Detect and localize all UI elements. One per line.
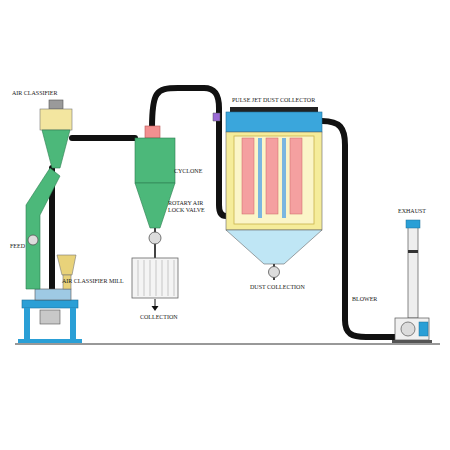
exhaust-stack bbox=[406, 220, 420, 228]
part-label: FEED bbox=[10, 243, 25, 250]
classifier-duct bbox=[26, 168, 60, 289]
air-classifier bbox=[49, 100, 63, 109]
classifier-duct bbox=[28, 235, 38, 245]
mill-stand bbox=[35, 289, 71, 300]
pulse-jet-dust-collector bbox=[226, 132, 322, 230]
pulse-jet-dust-collector bbox=[213, 107, 322, 280]
part-label: COLLECTION bbox=[140, 314, 178, 321]
air-classifier bbox=[42, 130, 70, 168]
mill-stand bbox=[40, 310, 60, 324]
collection-bin bbox=[144, 260, 145, 296]
ground-line bbox=[15, 344, 440, 345]
collection-bin bbox=[156, 260, 157, 296]
collection-bin bbox=[168, 260, 169, 296]
collection-bin bbox=[174, 260, 175, 296]
collection-bin bbox=[138, 260, 174, 296]
collection-bin bbox=[132, 258, 178, 298]
part-label: DUST COLLECTION bbox=[250, 284, 305, 291]
part-label: CYCLONE bbox=[174, 168, 202, 175]
flow-arrow bbox=[152, 306, 159, 311]
blower bbox=[392, 340, 432, 343]
collection-bin bbox=[150, 260, 151, 296]
part-label: PULSE JET DUST COLLECTOR bbox=[232, 97, 315, 104]
blower bbox=[395, 318, 429, 340]
rotary-air-lock-valve bbox=[149, 232, 161, 244]
part-label: BLOWER bbox=[352, 296, 377, 303]
part-label: AIR CLASSIFIER bbox=[12, 90, 58, 97]
exhaust-stack bbox=[406, 220, 420, 318]
collection-bin bbox=[132, 258, 178, 298]
pulse-jet-dust-collector bbox=[213, 113, 220, 121]
collection-bin bbox=[138, 260, 139, 296]
part-label: EXHAUST bbox=[398, 208, 426, 215]
pulse-jet-dust-collector bbox=[230, 107, 318, 112]
collection-bin bbox=[162, 260, 163, 296]
flow-arrow bbox=[155, 299, 156, 307]
air-classifier bbox=[40, 100, 72, 168]
mill-stand bbox=[24, 308, 30, 339]
pulse-jet-dust-collector bbox=[226, 112, 322, 132]
mill-stand bbox=[18, 339, 82, 343]
flow-arrow bbox=[152, 299, 159, 311]
classifier-duct bbox=[26, 168, 60, 289]
pulse-jet-dust-collector bbox=[234, 136, 314, 224]
rotary-air-lock-valve bbox=[149, 228, 161, 258]
cyclone bbox=[135, 138, 175, 183]
blower bbox=[419, 322, 428, 336]
ground-line bbox=[15, 344, 440, 345]
blower bbox=[392, 318, 432, 343]
pulse-jet-dust-collector bbox=[269, 267, 280, 278]
pulse-jet-dust-collector bbox=[282, 138, 286, 218]
duct-pipe bbox=[72, 135, 135, 141]
cyclone bbox=[145, 126, 160, 138]
pulse-jet-dust-collector bbox=[258, 138, 262, 218]
feed-hopper bbox=[57, 255, 76, 275]
duct-pipe bbox=[52, 88, 395, 337]
pulse-jet-dust-collector bbox=[266, 138, 278, 214]
air-classifier bbox=[40, 109, 72, 130]
exhaust-stack bbox=[408, 250, 418, 253]
exhaust-stack bbox=[408, 226, 418, 318]
duct-pipe bbox=[322, 121, 395, 337]
part-label: AIR CLASSIFIER MILL bbox=[62, 278, 124, 285]
mill-stand bbox=[70, 308, 76, 339]
pulse-jet-dust-collector bbox=[226, 230, 322, 264]
blower bbox=[401, 322, 415, 336]
mill-stand bbox=[22, 300, 78, 308]
pulse-jet-dust-collector bbox=[290, 138, 302, 214]
mill-stand bbox=[18, 289, 82, 343]
part-label: ROTARY AIR LOCK VALVE bbox=[168, 200, 214, 214]
pulse-jet-dust-collector bbox=[242, 138, 254, 214]
